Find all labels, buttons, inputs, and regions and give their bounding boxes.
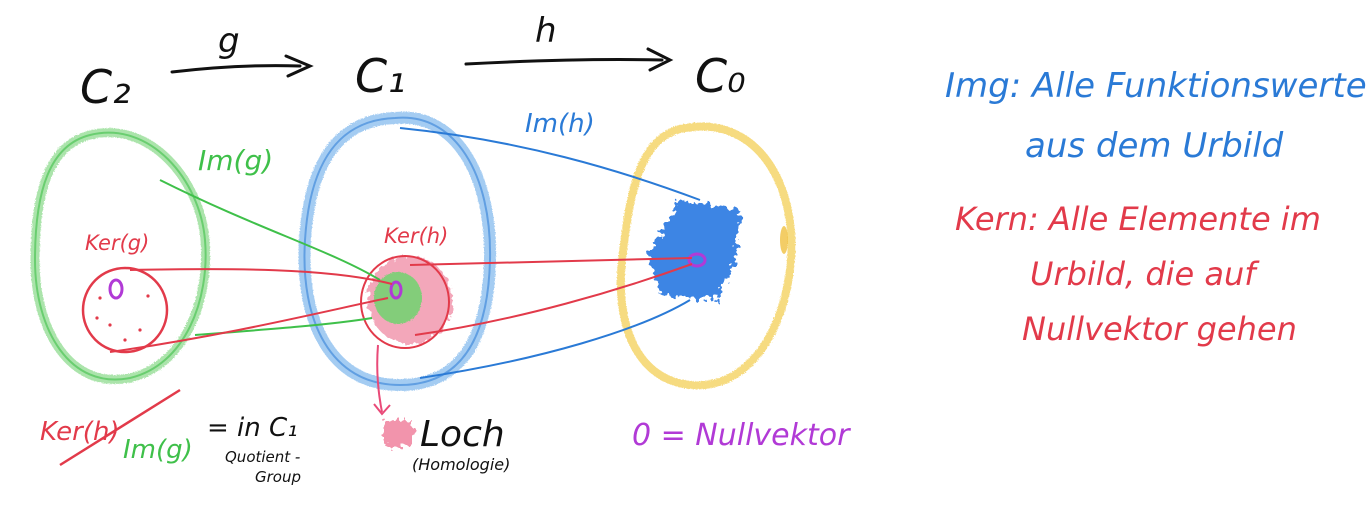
red-map-lines-h (409, 257, 693, 336)
map-h-label: h (535, 11, 557, 51)
kern-note-line1: Kern: Alle Elemente im (955, 200, 1321, 238)
im-h-label: Im(h) (525, 109, 595, 139)
zero-point-c0 (687, 252, 707, 268)
quotient-note-1: Quotient - (225, 448, 300, 466)
c1-label: C₁ (355, 49, 406, 103)
ker-h-label: Ker(h) (384, 224, 448, 248)
quotient-note-2: Group (255, 468, 301, 486)
c0-label: C₀ (695, 49, 746, 103)
img-note-line2: aus dem Urbild (1025, 126, 1284, 166)
loch-swatch (385, 420, 413, 446)
map-h-arrow (464, 47, 674, 72)
red-map-lines-g (109, 268, 393, 353)
loch-arrow (373, 344, 391, 416)
zero-point-c2 (108, 278, 124, 300)
c1-blob (298, 111, 497, 392)
im-g-label: Im(g) (198, 144, 273, 177)
kern-note-line3: Nullvektor gehen (1022, 310, 1297, 348)
loch-label: Loch (420, 414, 505, 455)
quotient-im-label: Im(g) (123, 435, 193, 465)
kern-note-line2: Urbild, die auf (1030, 255, 1260, 293)
quotient-eq-label: = in C₁ (207, 413, 298, 443)
quotient-ker-label: Ker(h) (40, 417, 120, 447)
ker-g-dots (95, 294, 150, 342)
img-note-line1: Img: Alle Funktionswerte (945, 66, 1366, 106)
zero-point-c1 (389, 280, 403, 300)
fraction-slash (59, 388, 181, 467)
loch-note: (Homologie) (412, 455, 510, 474)
c0-blob (616, 122, 796, 390)
ker-g-circle (81, 266, 169, 354)
blue-map-lines (399, 127, 701, 379)
c2-label: C₂ (80, 60, 131, 114)
im-h-region (648, 200, 740, 300)
map-g-arrow (170, 54, 314, 78)
map-g-label: g (218, 21, 240, 61)
ker-g-label: Ker(g) (85, 231, 149, 255)
nullvektor-label: 0 = Nullvektor (632, 418, 851, 453)
